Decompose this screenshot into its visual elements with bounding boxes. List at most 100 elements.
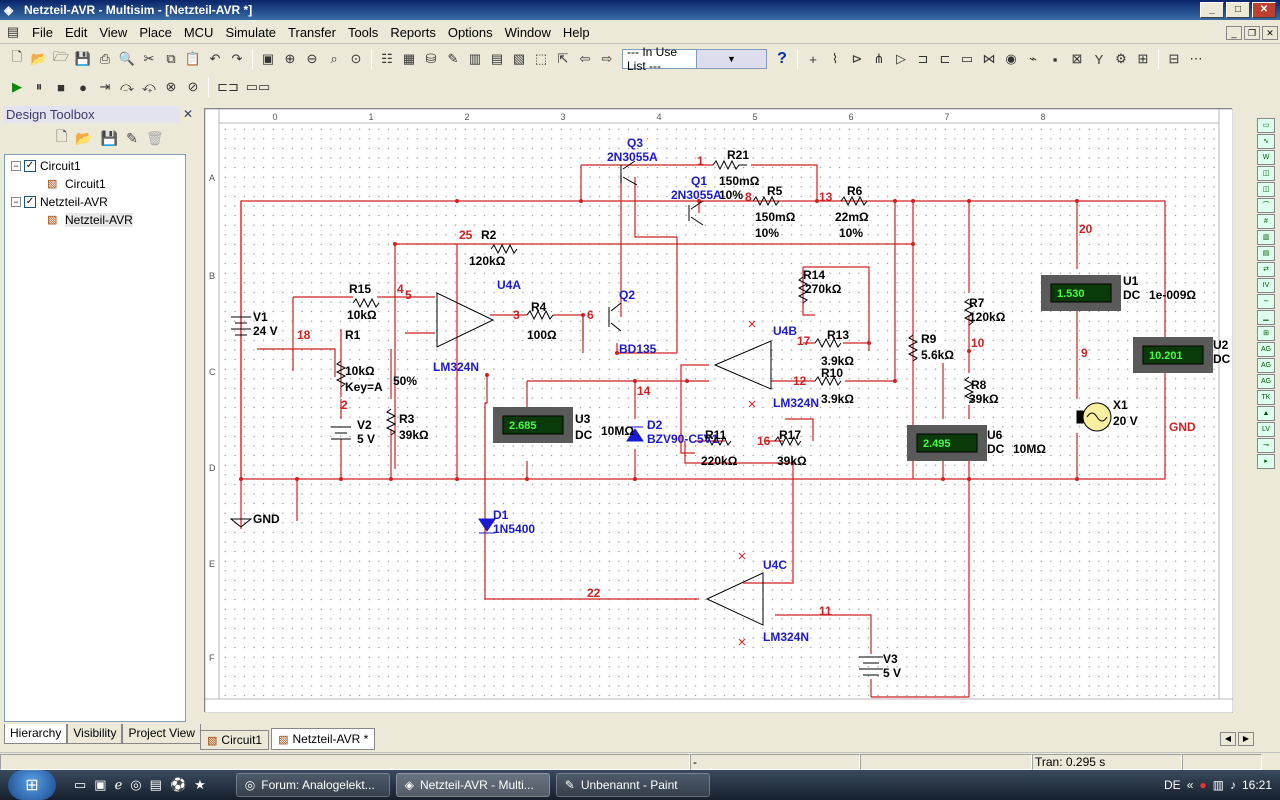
goto-parent-icon[interactable]: ⇱: [557, 51, 569, 66]
in-use-list-dropdown[interactable]: --- In Use List --- ▼: [622, 45, 767, 73]
probe-settings-icon[interactable]: ▭▭: [245, 79, 271, 94]
place-transistor-icon[interactable]: ⋔: [873, 51, 885, 66]
chevron-down-icon[interactable]: ▼: [696, 50, 766, 68]
grapher-icon[interactable]: ▥: [468, 51, 482, 66]
distortion-analyzer-icon[interactable]: ∼: [1257, 294, 1275, 309]
step-over-icon[interactable]: ⤼: [120, 79, 134, 94]
place-diode-icon[interactable]: ⊳: [851, 51, 863, 66]
new-sheet-icon[interactable]: 🗋: [56, 128, 68, 144]
erc-icon[interactable]: ▧: [512, 51, 526, 66]
place-cmos-icon[interactable]: ⊏: [939, 51, 951, 66]
labview-icon[interactable]: LV: [1257, 422, 1275, 437]
run-icon[interactable]: ▶: [12, 79, 22, 94]
tab-hierarchy[interactable]: Hierarchy: [4, 724, 68, 744]
zoom-fit-icon[interactable]: ⊙: [350, 51, 362, 66]
wattmeter-icon[interactable]: W: [1257, 150, 1275, 165]
oscilloscope-icon[interactable]: ◫: [1257, 166, 1275, 181]
place-indicator-icon[interactable]: ◉: [1005, 51, 1017, 66]
menu-options[interactable]: Options: [447, 25, 493, 40]
probe-icon[interactable]: ⊏⊐: [217, 79, 239, 94]
maximize-button[interactable]: □: [1226, 2, 1250, 18]
save-icon[interactable]: 💾: [74, 51, 92, 66]
logic-analyzer-icon[interactable]: ▤: [1257, 246, 1275, 261]
menu-help[interactable]: Help: [562, 25, 590, 40]
menu-simulate[interactable]: Simulate: [225, 25, 277, 40]
create-component-icon[interactable]: ✎: [447, 51, 459, 66]
print-preview-icon[interactable]: 🔍: [118, 51, 136, 66]
fullscreen-icon[interactable]: ▣: [261, 51, 275, 66]
task-multisim[interactable]: ◈ Netzteil-AVR - Multi...: [395, 773, 550, 797]
back-annotate-icon[interactable]: ⇦: [579, 51, 591, 66]
place-mixed-icon[interactable]: ⋈: [982, 51, 996, 66]
step-into-icon[interactable]: ⇥: [99, 79, 111, 94]
mdi-minimize-button[interactable]: _: [1226, 25, 1242, 40]
menu-view[interactable]: View: [99, 25, 128, 40]
tree-item-netzteil-avr[interactable]: − ✓ Netzteil-AVR: [5, 193, 185, 211]
agilent-multimeter-icon[interactable]: AG: [1257, 358, 1275, 373]
new-icon[interactable]: 🗋: [11, 49, 23, 64]
task-paint[interactable]: ✎ Unbenannt - Paint: [555, 773, 710, 797]
multisim-app-icon[interactable]: ◈: [4, 3, 14, 17]
place-power-icon[interactable]: ⌁: [1029, 51, 1037, 66]
tab-visibility[interactable]: Visibility: [67, 724, 123, 744]
paste-icon[interactable]: 📋: [184, 51, 202, 66]
tab-right-icon[interactable]: ▶: [1238, 732, 1254, 746]
collapse-icon[interactable]: −: [11, 197, 21, 207]
menu-transfer[interactable]: Transfer: [288, 25, 336, 40]
menu-place[interactable]: Place: [139, 25, 172, 40]
toolbox-close-icon[interactable]: ✕: [182, 107, 194, 121]
explorer-icon[interactable]: ▤: [149, 777, 162, 792]
zoom-out-icon[interactable]: ⊖: [306, 51, 318, 66]
tab-left-icon[interactable]: ◀: [1220, 732, 1236, 746]
internet-explorer-icon[interactable]: ℯ: [114, 777, 123, 792]
pause-icon[interactable]: ⏸: [35, 79, 43, 94]
favorites-icon[interactable]: ★: [194, 777, 206, 792]
measurement-probe-icon[interactable]: ▲: [1257, 406, 1275, 421]
place-electromech-icon[interactable]: ⚙: [1115, 51, 1127, 66]
tab-project-view[interactable]: Project View: [122, 724, 201, 744]
task-firefox[interactable]: ◎ Forum: Analogelekt...: [235, 773, 390, 797]
media-icon[interactable]: ⚽: [169, 777, 187, 792]
checkbox-checked-icon[interactable]: ✓: [24, 196, 36, 208]
multimeter-icon[interactable]: ▭: [1257, 118, 1275, 133]
open-sheet-icon[interactable]: 📂: [75, 129, 93, 146]
design-toolbox-icon[interactable]: ☷: [381, 51, 393, 66]
multimeter-u3[interactable]: 2.685: [493, 407, 573, 443]
network-analyzer-icon[interactable]: ⊞: [1257, 326, 1275, 341]
probe-icon[interactable]: ▸: [1257, 454, 1275, 469]
tree-item-circuit1-sheet[interactable]: ▧ Circuit1: [5, 175, 185, 193]
word-generator-icon[interactable]: ▥: [1257, 230, 1275, 245]
delete-sheet-icon[interactable]: 🗑: [145, 129, 164, 146]
firefox-icon[interactable]: ◎: [130, 777, 142, 792]
mdi-restore-button[interactable]: ❐: [1244, 25, 1260, 40]
toggle-breakpoint-icon[interactable]: ⊗: [165, 79, 177, 94]
volume-icon[interactable]: ♪: [1229, 778, 1236, 792]
iv-analyzer-icon[interactable]: IV: [1257, 278, 1275, 293]
close-button[interactable]: ✕: [1252, 2, 1276, 18]
frequency-counter-icon[interactable]: #: [1257, 214, 1275, 229]
four-channel-oscilloscope-icon[interactable]: ◫: [1257, 182, 1275, 197]
postprocessor-icon[interactable]: ▤: [490, 51, 504, 66]
mdi-close-button[interactable]: ✕: [1262, 25, 1278, 40]
logic-converter-icon[interactable]: ⇄: [1257, 262, 1275, 277]
breakpoint-icon[interactable]: ●: [79, 79, 87, 95]
tree-item-netzteil-avr-sheet[interactable]: ▧ Netzteil-AVR: [5, 211, 185, 229]
clock[interactable]: 16:21: [1241, 778, 1272, 792]
menu-file[interactable]: File: [32, 25, 53, 40]
place-advanced-icon[interactable]: ⊠: [1071, 51, 1083, 66]
language-indicator[interactable]: DE: [1164, 778, 1181, 792]
place-source-icon[interactable]: +: [809, 51, 817, 67]
minimize-button[interactable]: _: [1200, 2, 1224, 18]
print-icon[interactable]: ⎙: [99, 51, 111, 66]
place-misc-digital-icon[interactable]: ▭: [960, 51, 974, 66]
cut-icon[interactable]: ✂: [143, 51, 155, 66]
start-orb-icon[interactable]: ⊞: [8, 770, 56, 800]
current-probe-icon[interactable]: ⊸: [1257, 438, 1275, 453]
function-generator-icon[interactable]: ∿: [1257, 134, 1275, 149]
capture-area-icon[interactable]: ⬚: [534, 51, 548, 66]
menu-tools[interactable]: Tools: [347, 25, 379, 40]
redo-icon[interactable]: ↷: [231, 51, 243, 66]
place-hierarchical-icon[interactable]: ⊟: [1168, 51, 1180, 66]
